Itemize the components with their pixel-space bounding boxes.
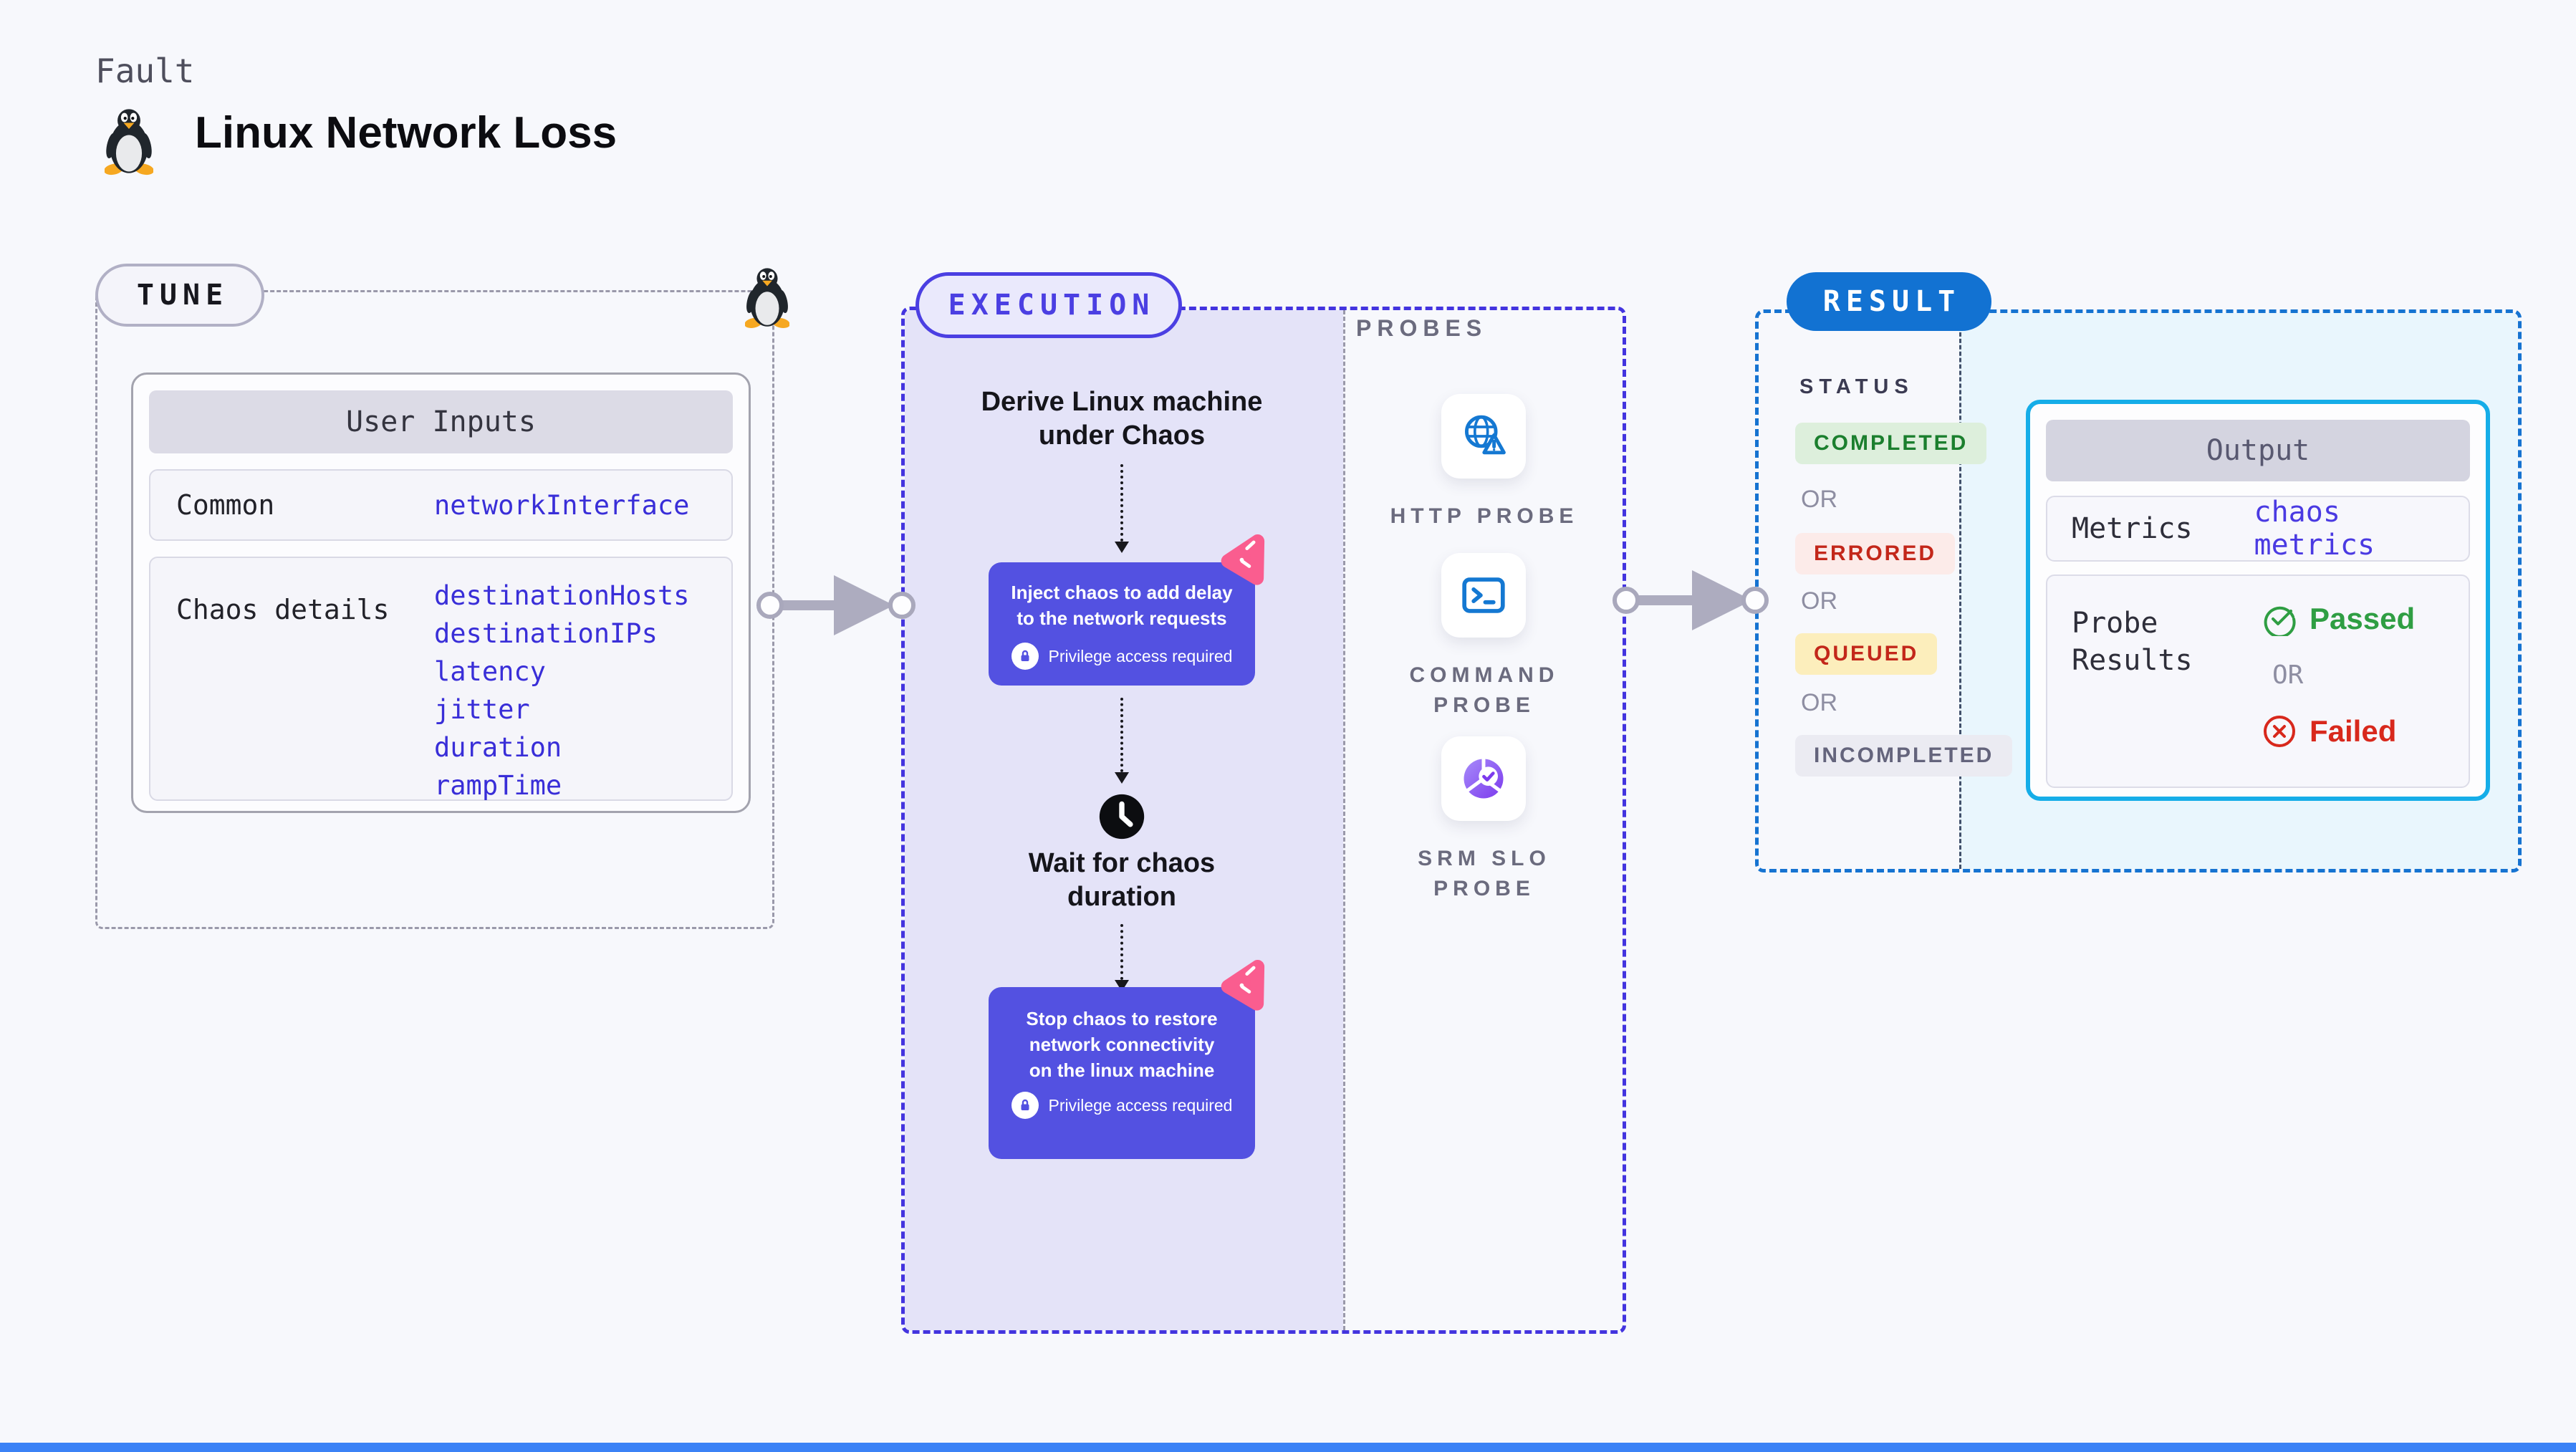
privilege-row: Privilege access required xyxy=(989,643,1255,670)
status-badge-errored: ERRORED xyxy=(1795,533,1956,574)
probes-separator xyxy=(1343,310,1345,1330)
passed-label: Passed xyxy=(2310,602,2416,635)
or-label: OR xyxy=(1801,486,1837,513)
stop-chaos-node: Stop chaos to restore network connectivi… xyxy=(989,987,1255,1159)
flow-arrow xyxy=(1633,595,1701,605)
row-value: duration xyxy=(434,732,562,763)
connector-arrow-icon xyxy=(1115,772,1129,784)
or-label: OR xyxy=(1801,587,1837,615)
srm-slo-probe-label: SRM SLO PROBE xyxy=(1418,847,1551,900)
check-circle-icon xyxy=(2264,606,2296,636)
connector-ring xyxy=(1613,587,1640,614)
command-probe-label: COMMAND PROBE xyxy=(1409,663,1559,717)
result-separator xyxy=(1959,313,1961,869)
row-value: destinationHosts xyxy=(434,580,690,611)
wait-step-label: Wait for chaos duration xyxy=(1028,848,1216,912)
chaos-fault-icon xyxy=(1221,534,1265,585)
derive-step-label: Derive Linux machine under Chaos xyxy=(981,387,1263,451)
connector-ring xyxy=(1741,587,1769,614)
row-value: networkInterface xyxy=(434,489,690,521)
table-row: Metrics chaos metrics xyxy=(2046,496,2470,562)
table-row: Chaos details destinationHosts destinati… xyxy=(149,557,733,801)
slo-donut-check-icon xyxy=(1464,757,1504,799)
stop-chaos-text: Stop chaos to restore network connectivi… xyxy=(1026,1008,1218,1081)
fault-eyebrow: Fault xyxy=(95,52,195,90)
probe-results-values: Passed OR Failed xyxy=(2262,576,2415,749)
table-row: Probe Results Passed OR Failed xyxy=(2046,574,2470,788)
metrics-value: chaos metrics xyxy=(2254,496,2375,562)
status-badge-queued: QUEUED xyxy=(1795,633,1938,675)
metrics-label: Metrics xyxy=(2072,512,2193,545)
http-probe-card xyxy=(1441,394,1526,479)
failed-label: Failed xyxy=(2310,714,2397,748)
connector-ring xyxy=(756,592,784,619)
linux-tux-icon xyxy=(105,109,153,176)
probe-results-label: Probe Results xyxy=(2072,607,2193,677)
lock-icon xyxy=(1011,643,1039,670)
passed-row: Passed xyxy=(2262,602,2415,636)
inject-chaos-node: Inject chaos to add delay to the network… xyxy=(989,562,1255,686)
table-row: Common networkInterface xyxy=(149,469,733,541)
probes-section-label: PROBES xyxy=(1356,315,1488,341)
privilege-label: Privilege access required xyxy=(1048,1095,1233,1115)
output-header: Output xyxy=(2046,420,2470,481)
row-values: destinationHosts destinationIPs latency … xyxy=(434,558,689,804)
row-label: Chaos details xyxy=(176,594,390,625)
output-card: Output Metrics chaos metrics Probe Resul… xyxy=(2026,400,2490,801)
flow-arrow-head xyxy=(834,575,894,635)
chaos-fault-icon xyxy=(1221,959,1265,1011)
or-label: OR xyxy=(1801,689,1837,716)
x-circle-icon xyxy=(2264,716,2295,747)
flow-connector xyxy=(1120,698,1123,772)
failed-row: Failed xyxy=(2262,714,2415,749)
status-column-label: STATUS xyxy=(1799,375,1914,398)
execution-badge: EXECUTION xyxy=(915,272,1182,338)
command-probe-card xyxy=(1441,553,1526,638)
privilege-row: Privilege access required xyxy=(989,1092,1255,1119)
connector-arrow-icon xyxy=(1115,542,1129,553)
row-value: jitter xyxy=(434,694,530,725)
flow-arrow xyxy=(778,600,842,610)
user-inputs-header: User Inputs xyxy=(149,390,733,453)
bottom-edge-strip xyxy=(0,1443,2576,1452)
row-value: destinationIPs xyxy=(434,618,658,649)
tune-badge: TUNE xyxy=(95,264,264,327)
page-title: Linux Network Loss xyxy=(195,108,617,158)
or-label: OR xyxy=(2272,660,2304,690)
flow-connector xyxy=(1120,924,1123,980)
row-value: rampTime xyxy=(434,770,562,801)
lock-icon xyxy=(1011,1092,1039,1119)
result-badge: RESULT xyxy=(1787,272,1991,331)
srm-slo-probe-card xyxy=(1441,736,1526,821)
status-badge-completed: COMPLETED xyxy=(1795,423,1987,464)
privilege-label: Privilege access required xyxy=(1048,646,1233,665)
row-value: latency xyxy=(434,656,546,687)
http-probe-label: HTTP PROBE xyxy=(1390,504,1579,528)
globe-alert-icon xyxy=(1465,415,1506,455)
user-inputs-card: User Inputs Common networkInterface Chao… xyxy=(131,372,751,813)
status-badge-incompleted: INCOMPLETED xyxy=(1795,735,2013,777)
inject-chaos-text: Inject chaos to add delay to the network… xyxy=(1011,582,1233,629)
wait-clock-icon xyxy=(1097,792,1146,841)
linux-tux-icon-small xyxy=(745,268,789,329)
row-label: Common xyxy=(176,489,275,521)
connector-ring xyxy=(888,592,915,619)
terminal-icon xyxy=(1462,577,1505,613)
flow-connector xyxy=(1120,464,1123,542)
